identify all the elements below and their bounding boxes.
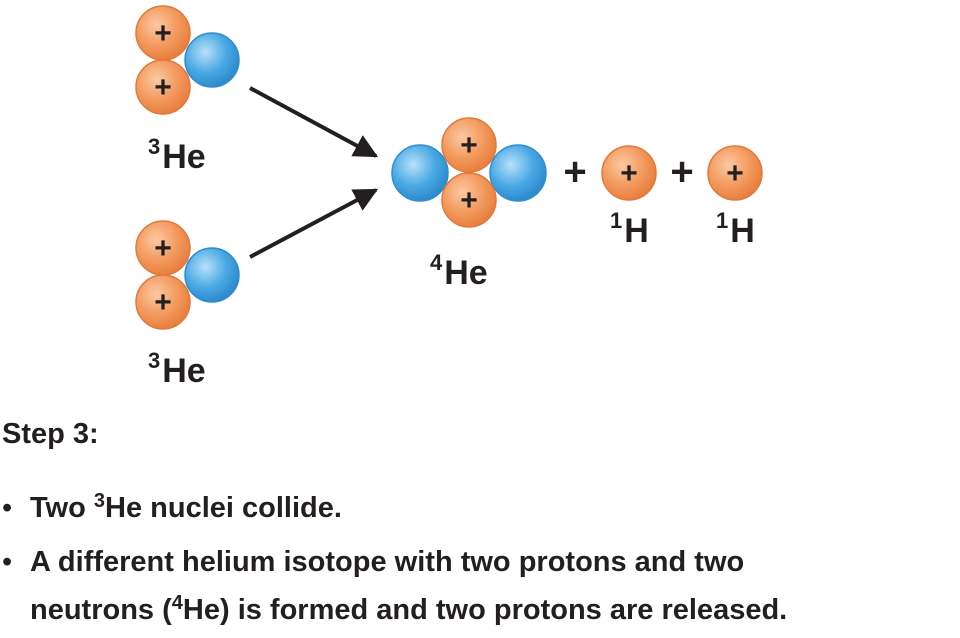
plus-sign: + — [563, 150, 586, 194]
he3-nucleus-top: + + — [135, 5, 240, 115]
element-symbol: H — [624, 212, 649, 250]
proton-charge: + — [460, 129, 478, 162]
neutron — [184, 247, 240, 303]
proton — [135, 59, 191, 115]
proton-charge: + — [620, 157, 638, 190]
proton — [601, 145, 657, 201]
h1-proton-second: + — [707, 145, 763, 201]
proton — [441, 117, 497, 173]
bullet-dot: • — [2, 492, 13, 524]
element-symbol: He — [162, 352, 206, 390]
step-title: Step 3: — [2, 418, 99, 450]
bullet-text-start: Two — [30, 492, 94, 524]
bullet-text: neutrons (4He) is formed and two protons… — [30, 593, 788, 626]
reaction-arrow-bottom — [249, 188, 379, 259]
element-symbol: He — [444, 254, 488, 292]
element-symbol: H — [730, 212, 755, 250]
proton-charge: + — [154, 286, 172, 319]
mass-number: 3 — [148, 134, 161, 159]
neutron — [184, 32, 240, 88]
fusion-diagram: + + + + + + + + + + — [135, 5, 763, 330]
proton-charge: + — [154, 232, 172, 265]
mass-number: 4 — [171, 592, 183, 614]
proton — [441, 172, 497, 228]
h1-proton-first: + — [601, 145, 657, 201]
plus-sign: + — [670, 150, 693, 194]
proton-charge: + — [726, 157, 744, 190]
proton-charge: + — [460, 184, 478, 217]
bullet-text-start: neutrons ( — [30, 594, 172, 626]
proton-charge: + — [154, 17, 172, 50]
bullet-text: A different helium isotope with two prot… — [30, 546, 745, 578]
proton-charge: + — [154, 71, 172, 104]
mass-number: 3 — [148, 348, 161, 373]
neutron — [391, 144, 449, 202]
he3-label-top: 3He — [148, 136, 206, 176]
he4-label: 4He — [430, 252, 488, 292]
bullet-text-end: He) is formed and two protons are releas… — [182, 594, 788, 626]
he3-nucleus-bottom: + + — [135, 220, 240, 330]
reaction-arrow-top — [249, 86, 379, 158]
proton — [135, 274, 191, 330]
h1-label-second: 1H — [716, 210, 755, 250]
bullet-text: Two 3He nuclei collide. — [30, 491, 342, 524]
element-symbol: He — [162, 138, 206, 176]
bullet-dot: • — [2, 546, 13, 578]
mass-number: 3 — [93, 490, 106, 512]
mass-number: 4 — [430, 250, 443, 275]
mass-number: 1 — [610, 208, 623, 233]
proton — [707, 145, 763, 201]
mass-number: 1 — [716, 208, 729, 233]
he4-nucleus: + + — [391, 117, 547, 228]
h1-label-first: 1H — [610, 210, 649, 250]
he3-label-bottom: 3He — [148, 350, 206, 390]
neutron — [489, 144, 547, 202]
bullet-text-end: He nuclei collide. — [105, 492, 342, 524]
